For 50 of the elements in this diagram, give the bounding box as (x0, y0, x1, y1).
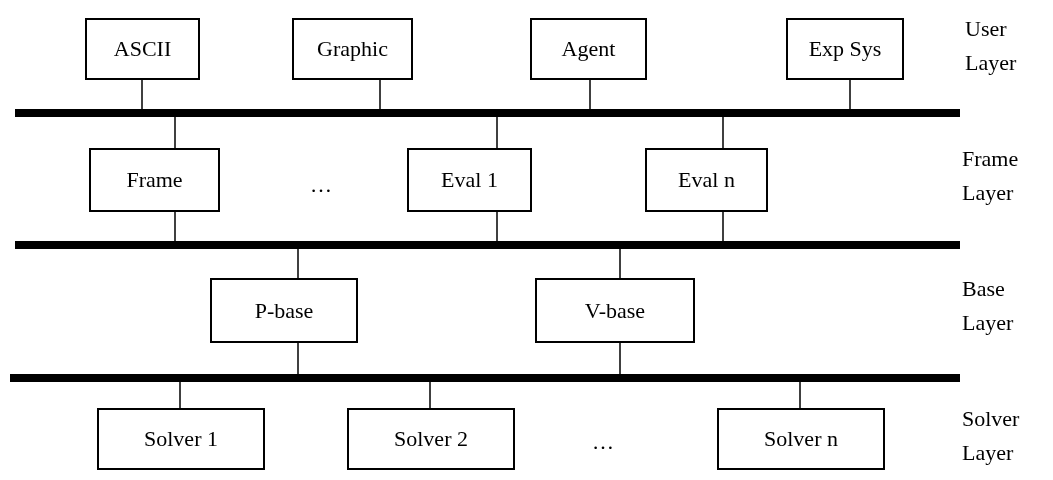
module-box (530, 18, 647, 80)
module-label: Eval n (678, 167, 735, 193)
module-box (89, 148, 220, 212)
module-label: Solver 2 (394, 426, 468, 452)
module-box (292, 18, 413, 80)
layer-label: Solver Layer (962, 405, 1021, 468)
bus-bar (15, 109, 960, 117)
ellipsis-text: … (310, 171, 333, 199)
connector-line (174, 116, 176, 149)
module-label: Agent (561, 36, 616, 62)
connector-line (799, 381, 801, 409)
connector-line (589, 79, 591, 110)
module-label: Solver n (764, 426, 838, 452)
layer-label: Frame Layer (962, 145, 1020, 208)
ellipsis-text: … (592, 428, 615, 456)
connector-line (722, 116, 724, 149)
module-label: P-base (254, 297, 314, 324)
connector-line (849, 79, 851, 110)
connector-line (619, 342, 621, 375)
connector-line (722, 211, 724, 242)
connector-line (141, 79, 143, 110)
connector-line (619, 248, 621, 279)
connector-line (297, 248, 299, 279)
layer-label: User Layer (965, 15, 1018, 78)
connector-line (496, 211, 498, 242)
module-label: Solver 1 (144, 426, 218, 452)
module-box (97, 408, 265, 470)
module-box (786, 18, 904, 80)
connector-line (429, 381, 431, 409)
module-label: Eval 1 (441, 167, 498, 193)
connector-line (379, 79, 381, 110)
module-label: Frame (126, 167, 183, 193)
connector-line (496, 116, 498, 149)
module-box (85, 18, 200, 80)
module-label: ASCII (113, 36, 172, 62)
module-box (407, 148, 532, 212)
bus-bar (10, 374, 960, 382)
bus-bar (15, 241, 960, 249)
module-box (717, 408, 885, 470)
module-box (645, 148, 768, 212)
connector-line (174, 211, 176, 242)
connector-line (297, 342, 299, 375)
module-label: Exp Sys (808, 36, 882, 62)
layer-label: Base Layer (962, 275, 1015, 338)
module-box (535, 278, 695, 343)
module-label: Graphic (317, 36, 388, 62)
module-label: V-base (584, 297, 646, 324)
module-box (210, 278, 358, 343)
module-box (347, 408, 515, 470)
connector-line (179, 381, 181, 409)
